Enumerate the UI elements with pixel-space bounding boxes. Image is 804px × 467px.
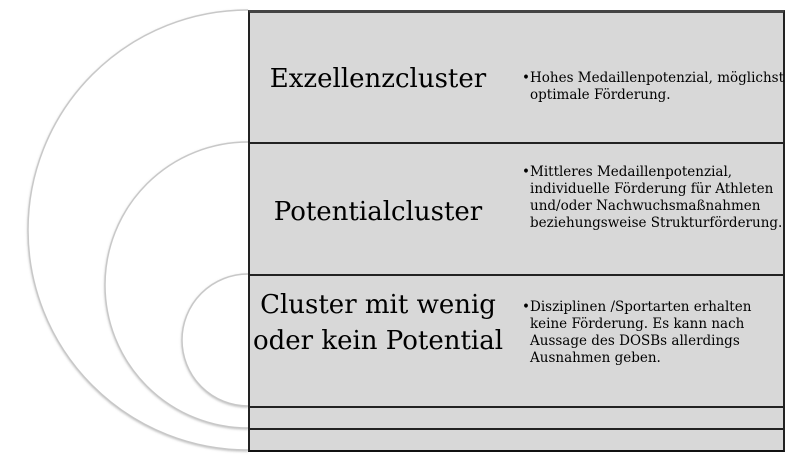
- bullet-icon: •: [522, 299, 530, 315]
- row-description: • Disziplinen /Sportarten erhalten keine…: [522, 299, 752, 366]
- inner-arc: [181, 273, 249, 407]
- row-exzellenzcluster: Exzellenzcluster • Hohes Medaillenpotenz…: [248, 10, 785, 142]
- row-description: • Hohes Medaillenpotenzial, möglichst op…: [522, 70, 785, 103]
- row-empty-1: [248, 406, 785, 428]
- row-title: Potentialcluster: [273, 197, 483, 227]
- row-wenig-potential: Cluster mit wenig oder kein Potential • …: [248, 274, 785, 406]
- bullet-icon: •: [522, 164, 530, 180]
- row-potentialcluster: Potentialcluster • Mittleres Medaillenpo…: [248, 142, 785, 274]
- row-title: Cluster mit wenig oder kein Potential: [252, 290, 504, 356]
- row-empty-2: [248, 428, 785, 452]
- row-title: Exzellenzcluster: [269, 64, 487, 94]
- row-description: • Mittleres Medaillenpotenzial, individu…: [522, 164, 783, 231]
- bullet-icon: •: [522, 70, 530, 86]
